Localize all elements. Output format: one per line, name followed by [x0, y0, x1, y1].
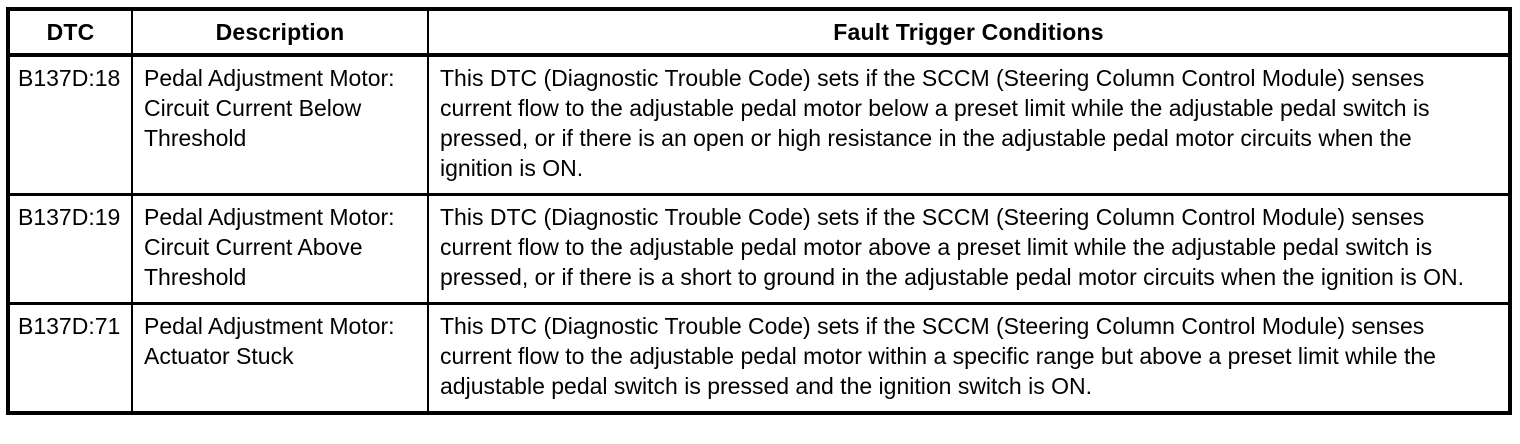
dtc-description: Pedal Adjustment Motor: Actuator Stuck: [131, 302, 429, 414]
dtc-code: B137D:71: [7, 302, 133, 414]
table-row: B137D:19 Pedal Adjustment Motor: Circuit…: [7, 193, 1511, 305]
column-header-dtc: DTC: [7, 8, 133, 57]
dtc-description: Pedal Adjustment Motor: Circuit Current …: [131, 193, 429, 305]
dtc-fault-trigger-conditions: This DTC (Diagnostic Trouble Code) sets …: [427, 193, 1511, 305]
column-header-fault-trigger-conditions: Fault Trigger Conditions: [427, 8, 1511, 57]
dtc-code: B137D:18: [7, 53, 133, 196]
column-header-description: Description: [131, 8, 429, 57]
table-row: B137D:18 Pedal Adjustment Motor: Circuit…: [7, 53, 1511, 196]
dtc-fault-trigger-conditions: This DTC (Diagnostic Trouble Code) sets …: [427, 53, 1511, 196]
dtc-fault-table: DTC Description Fault Trigger Conditions…: [6, 7, 1512, 415]
table-row: B137D:71 Pedal Adjustment Motor: Actuato…: [7, 302, 1511, 414]
dtc-description: Pedal Adjustment Motor: Circuit Current …: [131, 53, 429, 196]
dtc-code: B137D:19: [7, 193, 133, 305]
table-header-row: DTC Description Fault Trigger Conditions: [7, 8, 1511, 57]
dtc-fault-trigger-conditions: This DTC (Diagnostic Trouble Code) sets …: [427, 302, 1511, 414]
